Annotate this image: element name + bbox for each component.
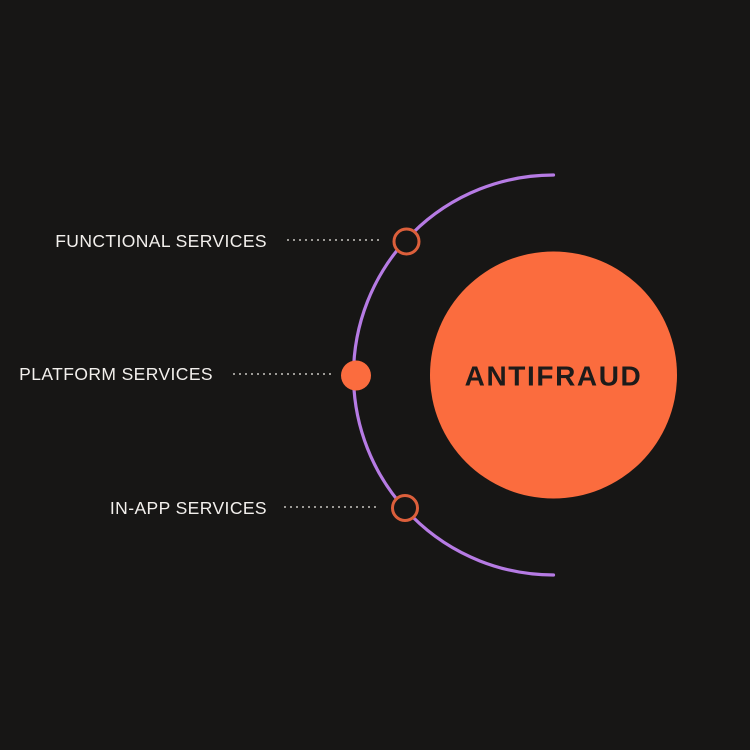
node-ring-functional	[392, 227, 421, 256]
service-row-functional: FUNCTIONAL SERVICES	[55, 227, 421, 256]
service-row-platform: PLATFORM SERVICES	[19, 360, 371, 391]
service-row-inapp: IN-APP SERVICES	[110, 494, 419, 522]
service-label-functional: FUNCTIONAL SERVICES	[55, 231, 267, 251]
node-ring-inapp	[391, 494, 419, 522]
antifraud-circle	[430, 251, 677, 499]
antifraud-label: ANTIFRAUD	[465, 361, 643, 392]
service-label-platform: PLATFORM SERVICES	[19, 364, 213, 384]
service-label-inapp: IN-APP SERVICES	[110, 498, 267, 518]
node-dot-platform	[341, 360, 371, 391]
